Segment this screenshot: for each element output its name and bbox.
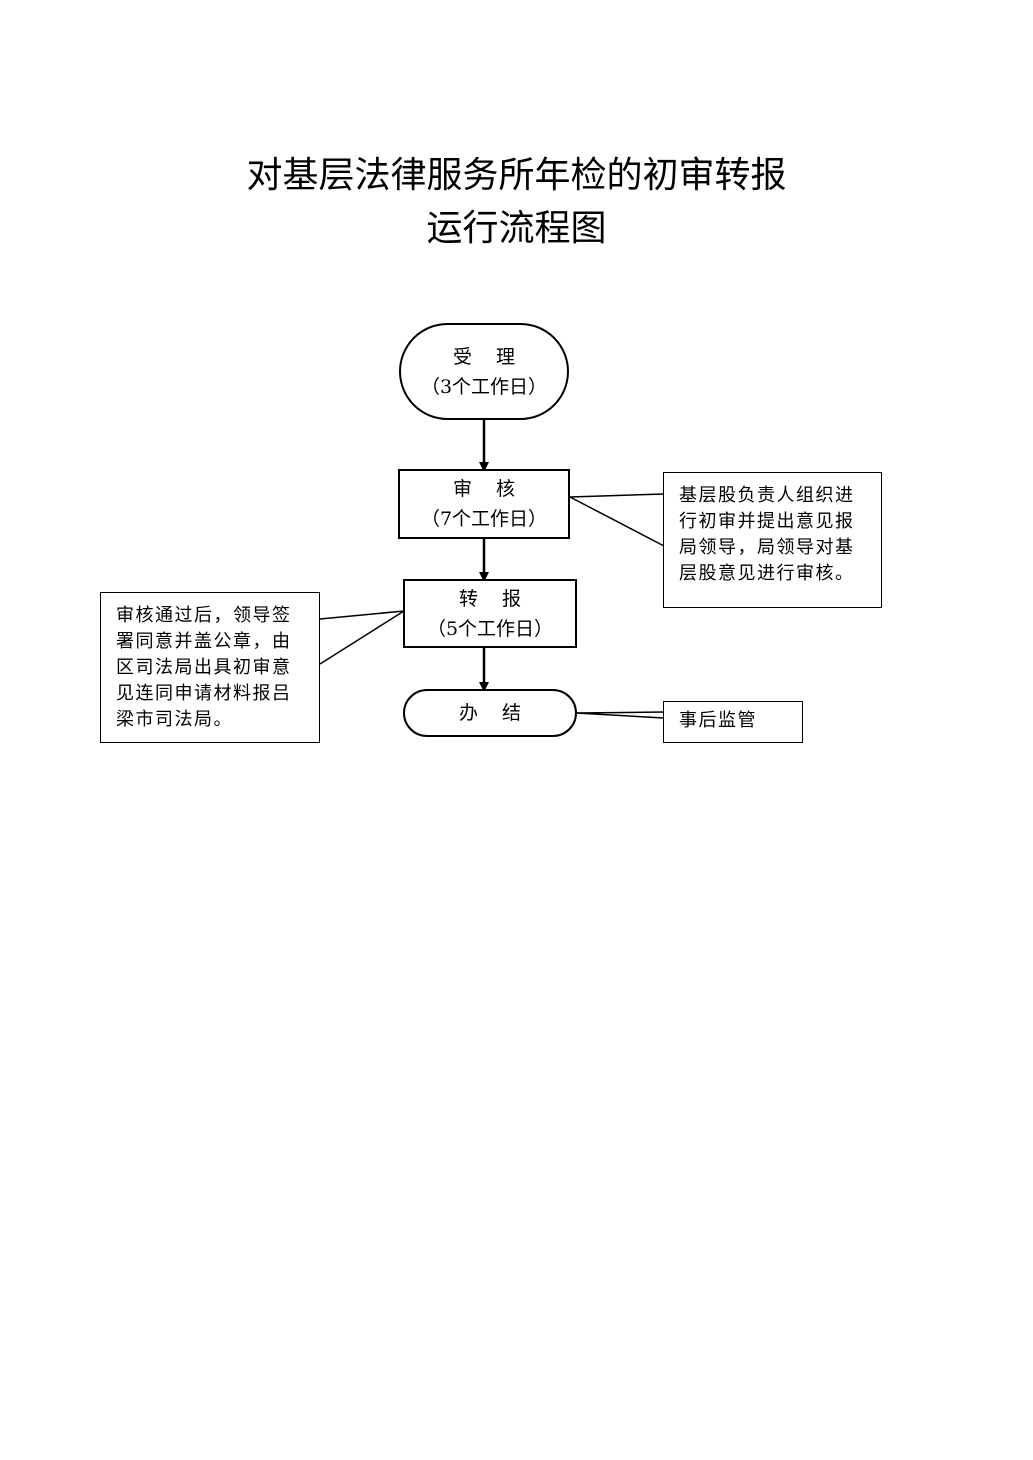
callout-transfer-line-upper [319,610,405,620]
note-transfer-line: 署同意并盖公章，由 [116,631,292,652]
callout-review-line-upper [569,493,665,498]
callout-complete-line-upper [575,711,665,714]
node-complete: 办结 [403,689,577,737]
node-transfer-duration: （5个工作日） [426,617,554,640]
page-title: 对基层法律服务所年检的初审转报 [246,155,787,196]
node-accept-duration: （3个工作日） [420,375,548,398]
node-review-label: 审核 [452,478,539,500]
node-complete-label: 办结 [458,702,545,724]
page-subtitle: 运行流程图 [426,208,607,249]
node-transfer: 转报 （5个工作日） [403,579,577,648]
note-complete: 事后监管 [663,701,803,743]
node-transfer-label: 转报 [458,587,545,610]
note-transfer-line: 梁市司法局。 [116,709,233,730]
note-transfer-line: 区司法局出具初审意 [116,657,292,678]
note-complete-text: 事后监管 [679,710,757,731]
note-review: 基层股负责人组织进 行初审并提出意见报 局领导，局领导对基 层股意见进行审核。 [663,472,882,608]
callout-transfer-line-lower [319,610,405,665]
node-accept-label: 受理 [452,345,539,368]
note-transfer: 审核通过后，领导签 署同意并盖公章，由 区司法局出具初审意 见连同申请材料报吕 … [100,592,320,743]
callout-complete-line-lower [575,712,665,719]
node-review: 审核 （7个工作日） [398,469,570,539]
note-transfer-line: 审核通过后，领导签 [116,605,292,626]
note-transfer-line: 见连同申请材料报吕 [116,683,292,704]
note-review-line: 行初审并提出意见报 [679,511,855,532]
note-review-line: 层股意见进行审核。 [679,563,855,584]
note-review-line: 局领导，局领导对基 [679,537,855,558]
node-review-duration: （7个工作日） [420,508,548,530]
callout-review-line-lower [569,496,665,547]
note-review-line: 基层股负责人组织进 [679,485,855,506]
node-accept: 受理 （3个工作日） [399,323,569,420]
